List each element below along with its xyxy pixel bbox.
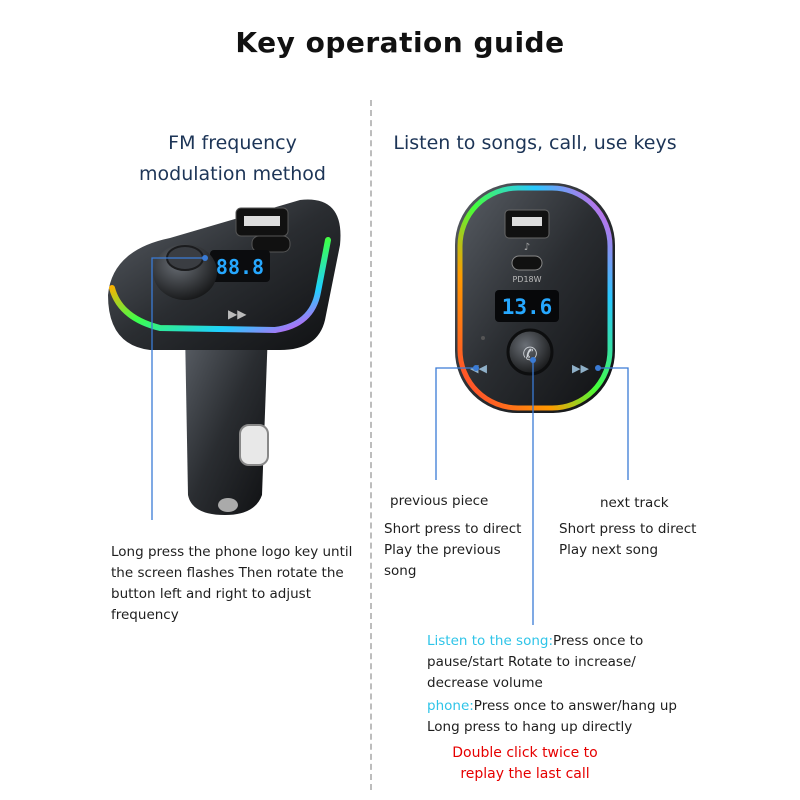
svg-text:▶▶: ▶▶ — [572, 362, 589, 375]
prev-marker-dot — [473, 365, 479, 371]
right-device-image: ♪ PD18W 13.6 ✆ ◀◀ ▶▶ — [455, 183, 615, 413]
phone-desc-line-1: phone:Press once to answer/hang up — [427, 696, 727, 717]
fm-desc-line: the screen flashes Then rotate the — [111, 565, 344, 581]
prev-description: Short press to direct Play the previous … — [384, 519, 554, 582]
next-marker-dot — [595, 365, 601, 371]
phone-desc-text: Press once to answer/hang up — [473, 698, 677, 714]
song-desc-line-3: decrease volume — [427, 675, 543, 691]
prev-desc-line: Short press to direct — [384, 521, 522, 537]
next-desc-line: Short press to direct — [559, 521, 697, 537]
song-label: Listen to the song: — [427, 633, 554, 649]
fm-desc-line: Long press the phone logo key until — [111, 544, 353, 560]
fm-description: Long press the phone logo key until the … — [111, 542, 361, 626]
next-description: Short press to direct Play next song — [559, 519, 749, 561]
phone-label: phone: — [427, 698, 474, 714]
center-marker-dot — [530, 357, 536, 363]
fm-heading-line-2: modulation method — [139, 163, 326, 185]
prev-desc-line: song — [384, 563, 417, 579]
song-description: Listen to the song:Press once to pause/s… — [427, 631, 727, 738]
song-desc-text: Press once to — [553, 633, 644, 649]
fm-heading-line-1: FM frequency — [168, 132, 297, 154]
keys-section-heading: Listen to songs, call, use keys — [393, 132, 677, 154]
right-device-display: 13.6 — [502, 295, 553, 319]
port-label: PD18W — [512, 275, 541, 284]
double-click-note: Double click twice to replay the last ca… — [400, 743, 650, 785]
fm-desc-line: button left and right to adjust — [111, 586, 311, 602]
svg-text:▶▶: ▶▶ — [228, 307, 247, 321]
svg-text:♪: ♪ — [524, 242, 530, 253]
double-click-line-2: replay the last call — [460, 766, 590, 782]
fm-section-heading: FM frequency modulation method — [100, 128, 365, 190]
phone-desc-line-2: Long press to hang up directly — [427, 719, 633, 735]
prev-label: previous piece — [390, 493, 489, 509]
song-desc-line-2: pause/start Rotate to increase/ — [427, 654, 636, 670]
next-desc-line: Play next song — [559, 542, 659, 558]
left-device-image: 88.8 ▶▶ — [108, 199, 341, 515]
left-device-display: 88.8 — [216, 255, 264, 279]
next-label: next track — [600, 495, 669, 511]
knob-marker-dot — [202, 255, 208, 261]
prev-desc-line: Play the previous — [384, 542, 501, 558]
connector-lines — [151, 257, 629, 625]
page-title: Key operation guide — [235, 26, 565, 59]
center-divider — [370, 100, 372, 790]
song-desc-line-1: Listen to the song:Press once to — [427, 631, 727, 652]
fm-desc-line: frequency — [111, 607, 179, 623]
double-click-line-1: Double click twice to — [452, 745, 598, 761]
